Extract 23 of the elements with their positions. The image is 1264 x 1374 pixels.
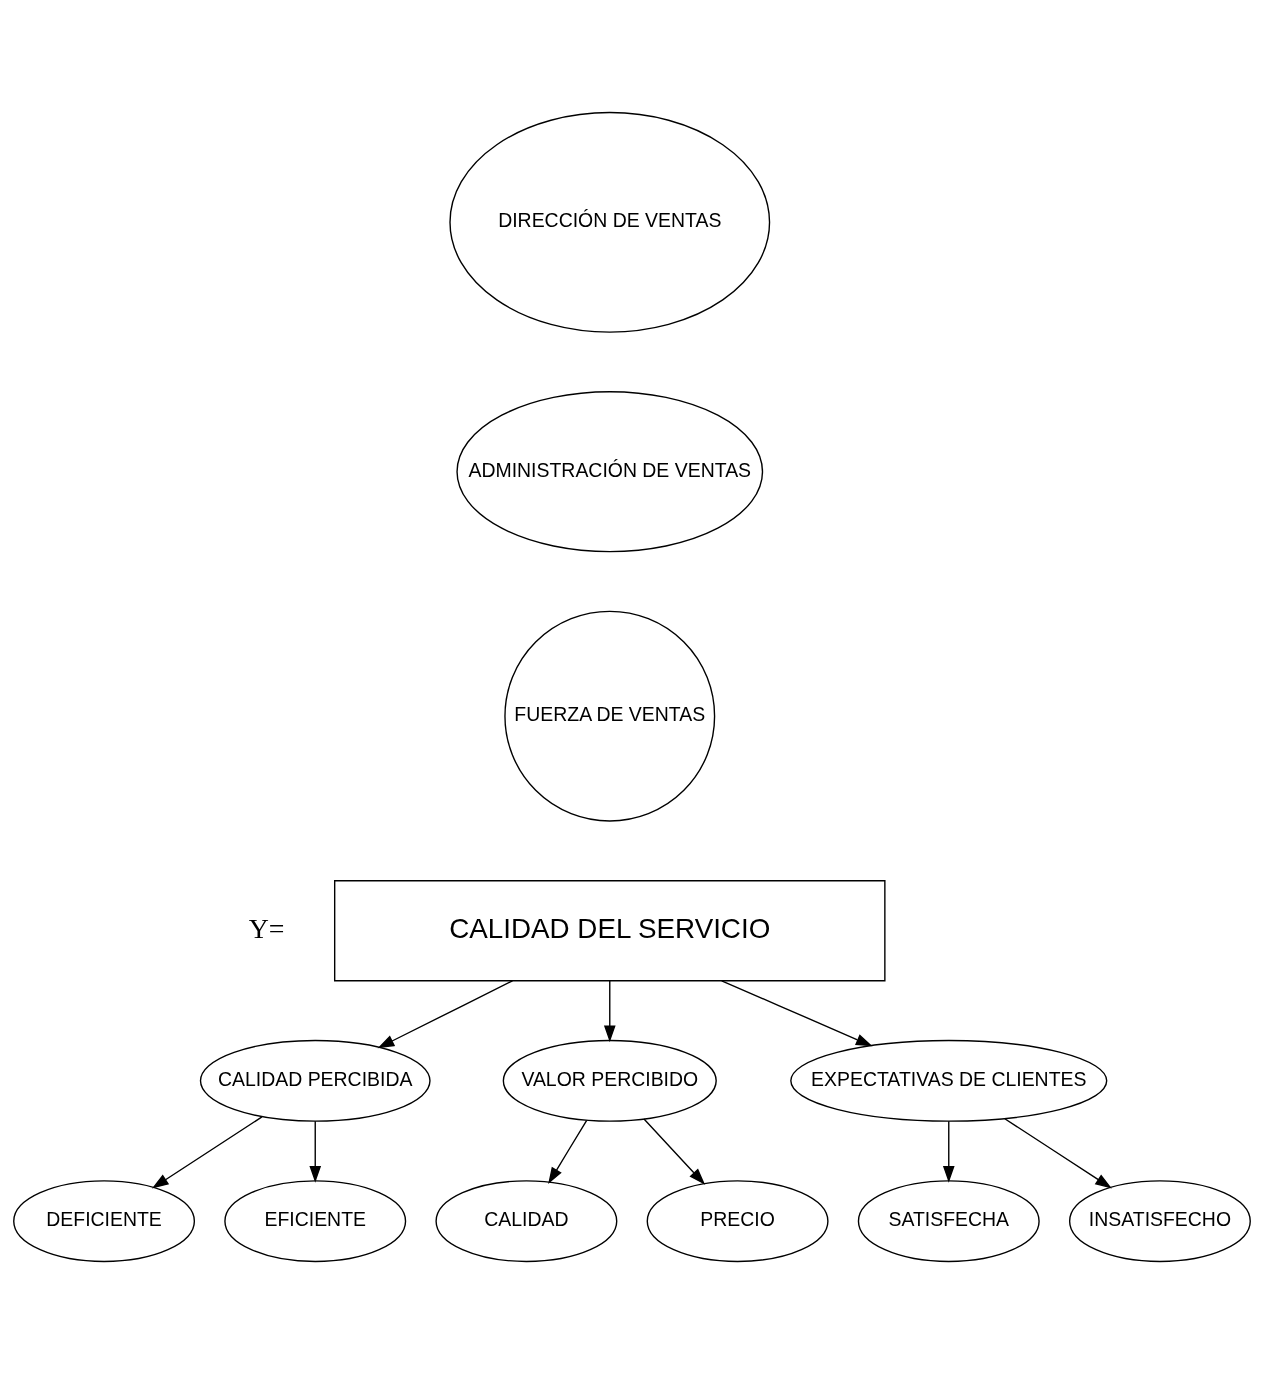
- arrow: [1004, 1118, 1112, 1189]
- node-circle: FUERZA DE VENTAS: [504, 610, 716, 822]
- arrow: [643, 1118, 706, 1185]
- node-ellipse: CALIDAD: [435, 1180, 618, 1263]
- arrow: [377, 980, 514, 1049]
- node-ellipse: EFICIENTE: [224, 1180, 407, 1263]
- arrow: [548, 1119, 588, 1184]
- arrow: [309, 1120, 322, 1183]
- node-ellipse: CALIDAD PERCIBIDA: [199, 1039, 431, 1122]
- node-box: CALIDAD DEL SERVICIO: [334, 880, 886, 982]
- node-ellipse: PRECIO: [646, 1180, 829, 1263]
- label: Y=: [248, 912, 285, 944]
- arrow: [603, 980, 616, 1043]
- arrow: [721, 980, 873, 1047]
- node-ellipse: ADMINISTRACIÓN DE VENTAS: [456, 391, 764, 553]
- node-ellipse: DEFICIENTE: [13, 1180, 196, 1263]
- node-ellipse: INSATISFECHO: [1068, 1180, 1251, 1263]
- node-ellipse: VALOR PERCIBIDO: [502, 1039, 717, 1122]
- node-ellipse: DIRECCIÓN DE VENTAS: [449, 111, 771, 333]
- node-ellipse: SATISFECHA: [857, 1180, 1040, 1263]
- arrow: [151, 1116, 263, 1189]
- node-ellipse: EXPECTATIVAS DE CLIENTES: [790, 1039, 1108, 1122]
- arrow: [942, 1120, 955, 1183]
